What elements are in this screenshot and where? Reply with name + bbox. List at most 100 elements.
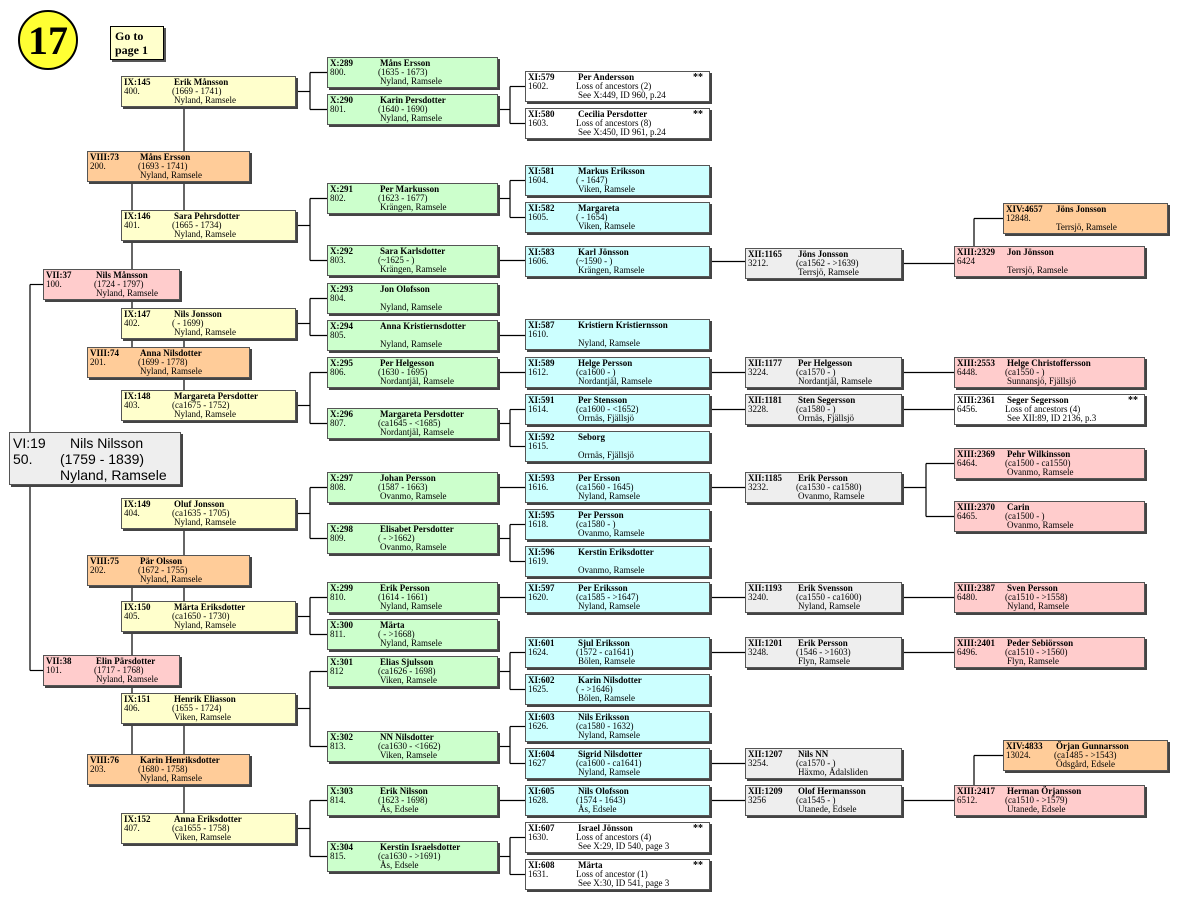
person-place: Nyland, Ramsele <box>174 620 236 630</box>
person-number: 1615. <box>528 441 549 451</box>
person-number: 3254. <box>748 758 769 768</box>
person-generation: XIII:2417 <box>957 786 996 796</box>
person-place: Krängen, Ramsele <box>380 202 447 212</box>
person-generation: XI:579 <box>528 72 555 82</box>
person-dates: (ca1630 - <1662) <box>378 741 441 751</box>
person-number: 1604. <box>528 175 549 185</box>
page-number-badge: 17 <box>18 10 78 70</box>
person-place: Bölen, Ramsele <box>578 693 635 703</box>
person-dates: (ca1510 - >1560) <box>1005 647 1068 657</box>
person-name: Anna Nilsdotter <box>140 348 202 358</box>
person-dates: (1623 - 1698) <box>378 795 428 805</box>
person-generation: IX:152 <box>124 814 151 824</box>
person-dates: (ca1510 - >1558) <box>1005 592 1068 602</box>
person-number: 3256 <box>748 795 766 805</box>
person-note: Loss of ancestor (1) <box>576 869 648 879</box>
person-generation: XI:608 <box>528 860 555 870</box>
person-note: Loss of ancestors (4) <box>1005 404 1081 414</box>
person-number: 100. <box>46 279 62 289</box>
person-dates: (1693 - 1741) <box>138 161 188 171</box>
person-dates: ( - 1654) <box>576 212 608 222</box>
person-name: Nils Eriksson <box>578 712 630 722</box>
person-place: Orrnäs, Fjällsjö <box>578 413 634 423</box>
person-place: Nyland, Ramsele <box>174 327 236 337</box>
person-place: Ås, Edsele <box>578 804 617 814</box>
person-place: Nyland, Ramsele <box>140 170 202 180</box>
person-dates: (ca1530 - ca1580) <box>796 482 862 492</box>
person-generation: XIV:4833 <box>1006 741 1043 751</box>
person-number: 803. <box>330 255 346 265</box>
goto-page-1-button[interactable]: Go to page 1 <box>110 26 164 60</box>
